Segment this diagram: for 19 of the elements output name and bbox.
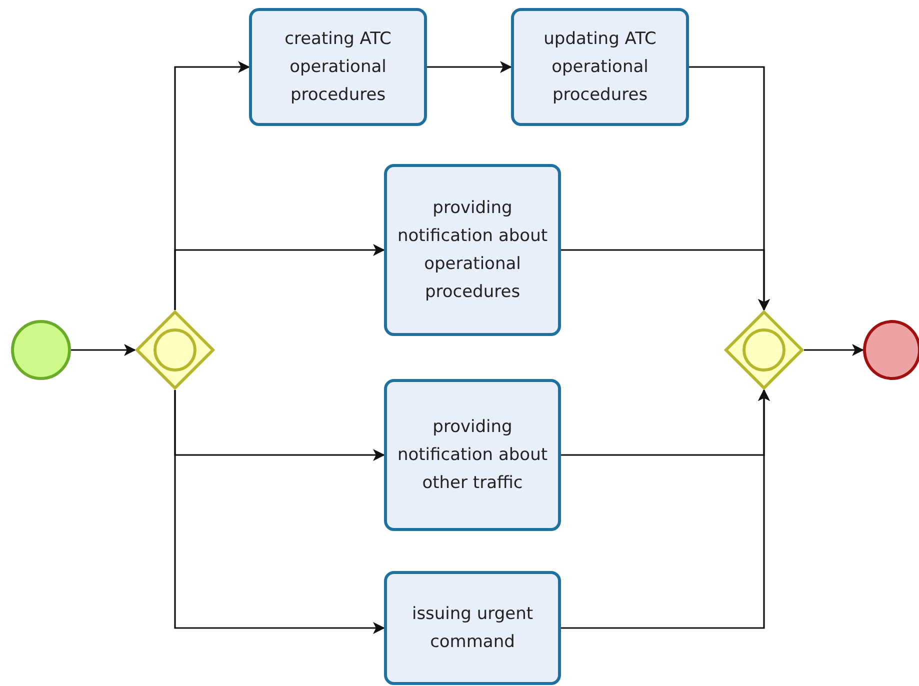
arrow: [427, 61, 512, 73]
arrow: [804, 344, 864, 356]
task-label: updating ATC operational procedures: [542, 28, 658, 107]
task-label: providing notification about operational procedures: [396, 197, 549, 304]
task-label: providing notification about other traffic: [396, 416, 549, 495]
arrow: [561, 249, 770, 311]
arrow: [71, 344, 136, 356]
task-label: creating ATC operational procedures: [284, 28, 392, 107]
arrow: [174, 390, 385, 634]
task-box: [511, 8, 689, 126]
task-box: [384, 379, 561, 531]
task-label: issuing urgent command: [410, 603, 534, 654]
gateway-diamond: [135, 310, 215, 390]
task-box: [384, 164, 561, 336]
task-box: [249, 8, 427, 126]
arrow: [174, 244, 385, 310]
task-box: [384, 571, 561, 685]
gateway-diamond: [724, 310, 804, 390]
arrow: [561, 389, 770, 629]
